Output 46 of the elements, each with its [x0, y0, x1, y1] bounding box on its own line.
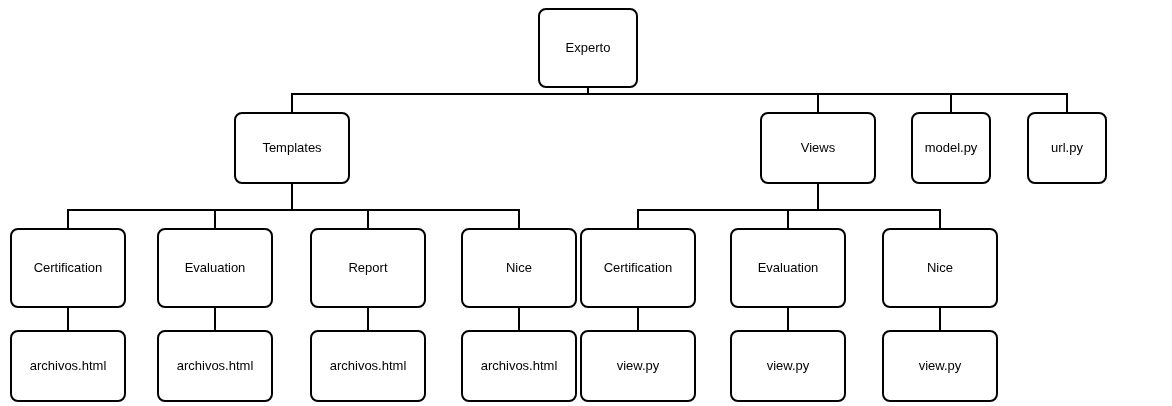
node-box	[310, 228, 426, 308]
connector-line	[637, 307, 639, 331]
node-box	[461, 330, 577, 402]
node-label: archivos.html	[29, 357, 107, 376]
node-label: Nice	[927, 259, 953, 278]
node-box	[234, 112, 350, 184]
node-label: Evaluation	[757, 259, 819, 278]
node-label: archivos.html	[176, 357, 254, 376]
connector-line	[518, 307, 520, 331]
connector-line	[367, 307, 369, 331]
node-label: url.py	[1051, 139, 1083, 158]
connector-line	[817, 183, 941, 229]
node-box	[730, 330, 846, 402]
node-label: Certification	[33, 259, 103, 278]
node-box	[157, 330, 273, 402]
connector-line	[939, 307, 941, 331]
node-label: Experto	[565, 39, 611, 58]
node-box	[310, 330, 426, 402]
node-box	[1027, 112, 1107, 184]
connector-line	[787, 307, 789, 331]
node-label: Nice	[506, 259, 532, 278]
node-box	[760, 112, 876, 184]
node-label: Views	[800, 139, 836, 158]
node-box	[911, 112, 991, 184]
node-label: view.py	[616, 357, 660, 376]
node-box	[730, 228, 846, 308]
node-label: Certification	[603, 259, 673, 278]
node-label: archivos.html	[329, 357, 407, 376]
node-box	[882, 228, 998, 308]
node-box	[538, 8, 638, 88]
node-box	[157, 228, 273, 308]
node-box	[580, 330, 696, 402]
node-box	[461, 228, 577, 308]
node-box	[580, 228, 696, 308]
node-box	[882, 330, 998, 402]
node-box	[10, 330, 126, 402]
node-label: archivos.html	[480, 357, 558, 376]
node-label: view.py	[918, 357, 962, 376]
connector-line	[67, 307, 69, 331]
node-box	[10, 228, 126, 308]
node-label: Templates	[262, 139, 322, 158]
node-label: view.py	[766, 357, 810, 376]
node-label: Report	[348, 259, 388, 278]
node-label: Evaluation	[184, 259, 246, 278]
node-label: model.py	[924, 139, 978, 158]
connector-line	[214, 307, 216, 331]
